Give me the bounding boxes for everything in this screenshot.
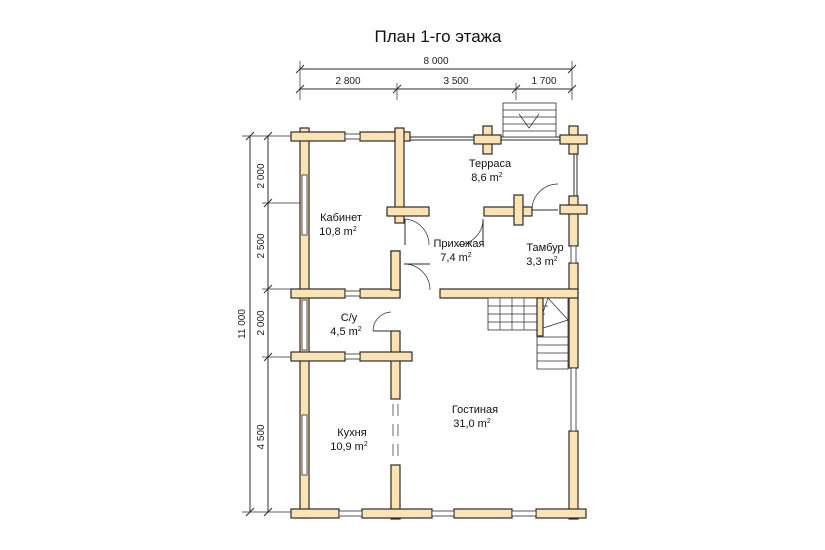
room-name-bathroom: С/у	[341, 312, 358, 324]
room-name-kabinet: Кабинет	[320, 212, 362, 224]
room-name-living: Гостиная	[452, 404, 498, 416]
windows	[301, 133, 577, 517]
horizontal-dimensions: 8 000 2 800 3 500 1 700	[295, 56, 577, 100]
room-labels: Терраса 8,6 m2 Кабинет 10,8 m2 Прихожая …	[319, 158, 563, 453]
room-name-kitchen: Кухня	[337, 427, 366, 439]
room-area-living: 31,0 m2	[453, 418, 491, 430]
room-area-bathroom: 4,5 m2	[330, 326, 362, 338]
dim-segment-3: 1 700	[531, 76, 556, 87]
dim-vertical-2: 2 500	[256, 233, 267, 258]
dim-segment-1: 2 800	[335, 76, 360, 87]
dim-segment-2: 3 500	[443, 76, 468, 87]
dim-vertical-3: 2 000	[256, 310, 267, 335]
room-area-vestibule: 3,3 m2	[526, 256, 558, 268]
doors	[372, 183, 559, 332]
room-name-vestibule: Тамбур	[526, 242, 563, 254]
dim-vertical-1: 2 000	[256, 163, 267, 188]
room-name-terrace: Терраса	[469, 158, 512, 170]
interior-staircase	[487, 297, 569, 370]
room-area-kitchen: 10,9 m2	[330, 441, 368, 453]
dim-total-width: 8 000	[423, 56, 448, 67]
dim-vertical-4: 4 500	[256, 424, 267, 449]
room-area-kabinet: 10,8 m2	[319, 226, 357, 238]
kitchen-opening	[392, 404, 399, 460]
terrace-entrance-stairs	[502, 102, 557, 138]
room-area-terrace: 8,6 m2	[471, 172, 503, 184]
dim-total-height: 11 000	[237, 309, 248, 339]
vertical-dimensions: 11 000 2 000 2 500 2 000 4 500	[237, 131, 300, 517]
plan-title: План 1-го этажа	[374, 27, 502, 46]
room-name-hallway: Прихожая	[434, 238, 485, 250]
room-area-hallway: 7,4 m2	[440, 252, 472, 264]
